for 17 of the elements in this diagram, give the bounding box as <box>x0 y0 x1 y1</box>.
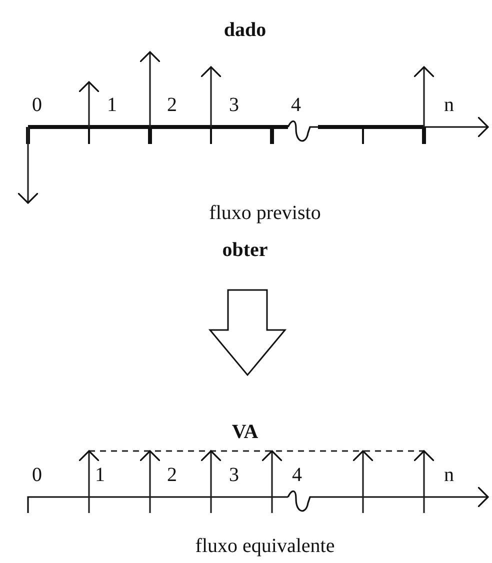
period-number: 4 <box>292 465 302 485</box>
period-number: 3 <box>229 465 239 485</box>
heading: dado <box>224 20 266 40</box>
caption: fluxo previsto <box>209 203 321 223</box>
period-number: n <box>444 465 454 485</box>
period-number: 0 <box>32 95 42 115</box>
value-label: VA <box>232 422 258 442</box>
period-number: 2 <box>167 95 177 115</box>
period-number: 3 <box>229 95 239 115</box>
period-number: 4 <box>291 95 301 115</box>
period-number: 1 <box>95 465 105 485</box>
period-number: 1 <box>107 95 117 115</box>
period-number: n <box>444 95 454 115</box>
period-number: 2 <box>167 465 177 485</box>
period-number: 0 <box>32 465 42 485</box>
caption: fluxo equivalente <box>195 536 335 556</box>
heading: obter <box>222 240 268 260</box>
